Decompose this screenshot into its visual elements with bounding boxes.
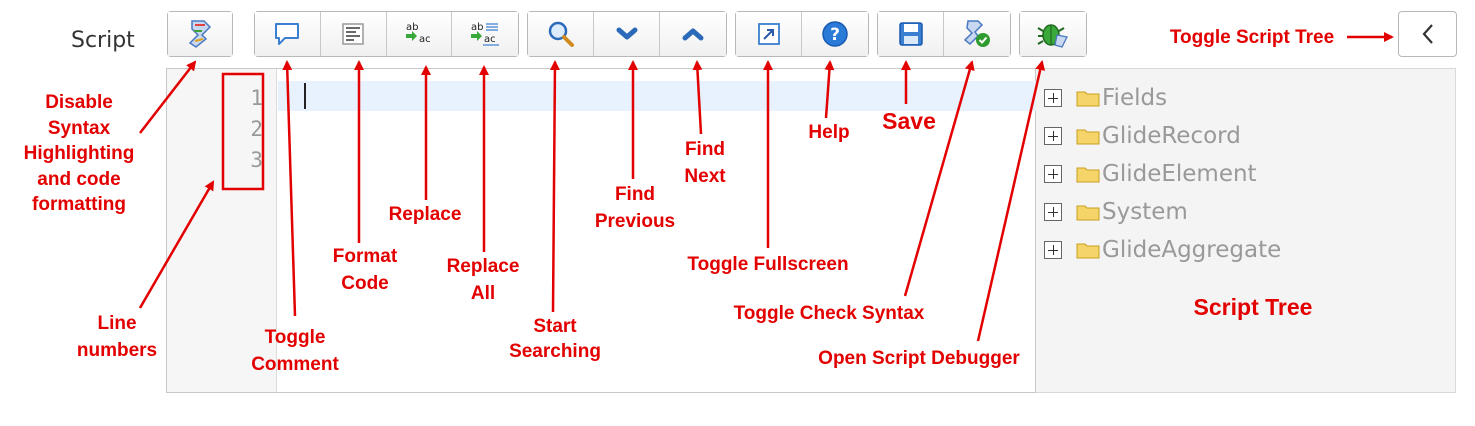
tree-item-glideaggregate[interactable]: GlideAggregate	[1044, 237, 1281, 263]
folder-icon	[1076, 243, 1100, 258]
annotation-toggle-check-syntax: Toggle Check Syntax	[733, 303, 925, 324]
chevron-left-icon	[1422, 24, 1433, 44]
field-label: Script	[71, 28, 135, 53]
plus-box-icon[interactable]	[1044, 165, 1062, 183]
plus-box-icon[interactable]	[1044, 203, 1062, 221]
folder-icon	[1076, 205, 1100, 220]
svg-text:ab: ab	[471, 22, 483, 33]
chevron-up-icon	[682, 28, 704, 41]
svg-text:?: ?	[830, 25, 840, 45]
find-next-button[interactable]	[660, 12, 726, 56]
edit-toolbar-group: ab ac ab ac	[254, 11, 519, 57]
tree-item-label: GlideAggregate	[1102, 237, 1282, 263]
debug-toolbar-group	[1019, 11, 1087, 57]
tree-item-label: GlideElement	[1102, 161, 1257, 187]
view-toolbar-group: ?	[735, 11, 869, 57]
annotation-help: Help	[808, 122, 850, 143]
save-button[interactable]	[878, 12, 944, 56]
tree-item-label: System	[1102, 199, 1188, 225]
search-toolbar-group	[527, 11, 727, 57]
tree-item-label: GlideRecord	[1102, 123, 1241, 149]
tree-item-fields[interactable]: Fields	[1044, 85, 1167, 111]
text-lines-icon	[342, 23, 364, 45]
start-searching-button[interactable]	[528, 12, 594, 56]
annotation-save: Save	[882, 108, 936, 134]
annotation-toggle-script-tree: Toggle Script Tree	[1169, 27, 1335, 48]
syntax-toolbar-group	[167, 11, 233, 57]
replace-ab-icon: ab ac	[405, 22, 431, 45]
annotation-line-numbers: Line numbers	[76, 313, 158, 361]
annotation-find-next: Find Next	[684, 139, 726, 187]
annotation-start-searching: Start Searching	[509, 316, 601, 362]
find-previous-button[interactable]	[594, 12, 660, 56]
plus-box-icon[interactable]	[1044, 127, 1062, 145]
format-code-button[interactable]	[320, 12, 387, 56]
check-script-icon	[963, 20, 990, 47]
text-cursor	[304, 83, 306, 109]
replace-all-button[interactable]: ab ac	[452, 12, 518, 56]
tree-item-gliderecord[interactable]: GlideRecord	[1044, 123, 1241, 149]
annotation-find-previous: Find Previous	[594, 184, 676, 232]
floppy-disk-icon	[898, 22, 923, 46]
folder-icon	[1076, 91, 1100, 106]
folder-icon	[1076, 129, 1100, 144]
script-pen-icon	[188, 20, 212, 48]
plus-box-icon[interactable]	[1044, 89, 1062, 107]
toggle-check-syntax-button[interactable]	[944, 12, 1010, 56]
disable-syntax-button[interactable]	[168, 12, 232, 56]
plus-box-icon[interactable]	[1044, 241, 1062, 259]
tree-item-label: Fields	[1102, 85, 1168, 111]
svg-text:ac: ac	[484, 34, 496, 45]
annotation-format-code: Format Code	[332, 246, 398, 294]
chevron-down-icon	[616, 27, 637, 40]
active-line-highlight	[278, 81, 1036, 111]
bug-icon	[1037, 24, 1068, 48]
folder-icon	[1076, 167, 1100, 182]
replace-button[interactable]: ab ac	[386, 12, 453, 56]
magnifier-icon	[548, 21, 574, 47]
annotation-replace: Replace	[388, 204, 462, 225]
file-toolbar-group	[877, 11, 1011, 57]
tree-item-glideelement[interactable]: GlideElement	[1044, 161, 1257, 187]
svg-text:ac: ac	[419, 34, 431, 45]
open-script-debugger-button[interactable]	[1020, 12, 1086, 56]
annotation-open-script-debugger: Open Script Debugger	[818, 348, 1020, 369]
annotation-script-tree: Script Tree	[1193, 294, 1313, 320]
script-tree-panel: Fields GlideRecord GlideElement System G…	[1036, 68, 1456, 393]
annotation-replace-all: Replace All	[446, 256, 520, 304]
annotation-toggle-fullscreen: Toggle Fullscreen	[687, 254, 849, 275]
replace-all-ab-icon: ab ac	[471, 22, 500, 46]
toggle-fullscreen-button[interactable]	[736, 12, 802, 56]
svg-text:ab: ab	[406, 22, 418, 33]
help-circle-icon: ?	[822, 21, 848, 47]
annotation-disable-syntax: Disable Syntax Highlighting and code for…	[23, 92, 135, 215]
toggle-comment-button[interactable]	[255, 12, 321, 56]
help-button[interactable]: ?	[802, 12, 868, 56]
line-numbers: 1 2 3	[250, 86, 263, 172]
annotation-toggle-comment: Toggle Comment	[251, 327, 339, 375]
tree-item-system[interactable]: System	[1044, 199, 1188, 225]
toggle-script-tree-button[interactable]	[1398, 11, 1457, 57]
comment-bubble-icon	[275, 23, 300, 45]
expand-arrow-icon	[757, 23, 780, 45]
